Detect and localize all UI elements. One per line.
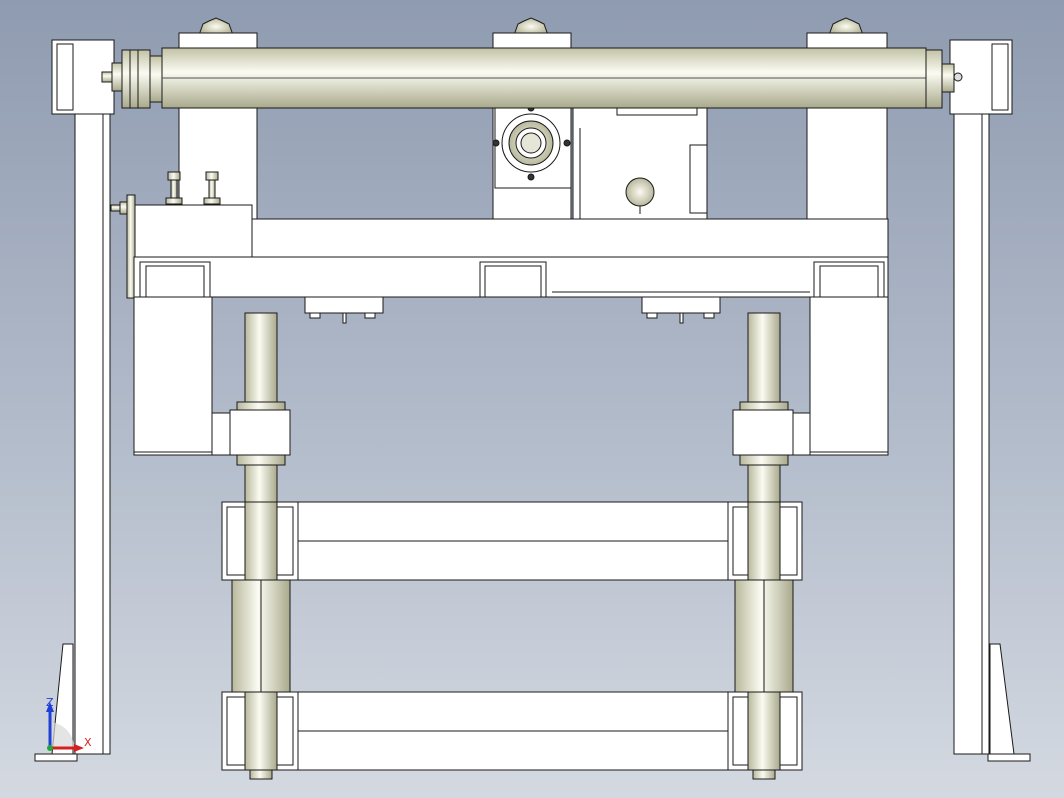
main-crossbeam[interactable] (133, 218, 889, 298)
lower-carriage[interactable] (221, 691, 803, 771)
x-axis-label: X (84, 736, 92, 749)
upper-carriage[interactable] (221, 501, 803, 581)
gearbox-housing[interactable] (572, 107, 708, 220)
y-axis-dot (47, 745, 53, 751)
left-arm[interactable] (133, 296, 231, 456)
sensor-bracket-left[interactable] (304, 296, 384, 324)
sensor-bracket-right[interactable] (641, 296, 721, 324)
x-axis-arrowhead (74, 744, 84, 752)
z-axis-arrowhead (46, 702, 54, 712)
orientation-triad (46, 702, 84, 752)
top-roller-tube[interactable] (101, 47, 963, 109)
right-arm[interactable] (791, 296, 889, 456)
z-axis-label: Z (46, 696, 54, 709)
bearing-flange[interactable] (492, 104, 572, 189)
right-frame-post[interactable] (949, 39, 1031, 762)
motor-mount-block[interactable] (110, 171, 253, 299)
left-frame-post[interactable] (34, 39, 115, 762)
